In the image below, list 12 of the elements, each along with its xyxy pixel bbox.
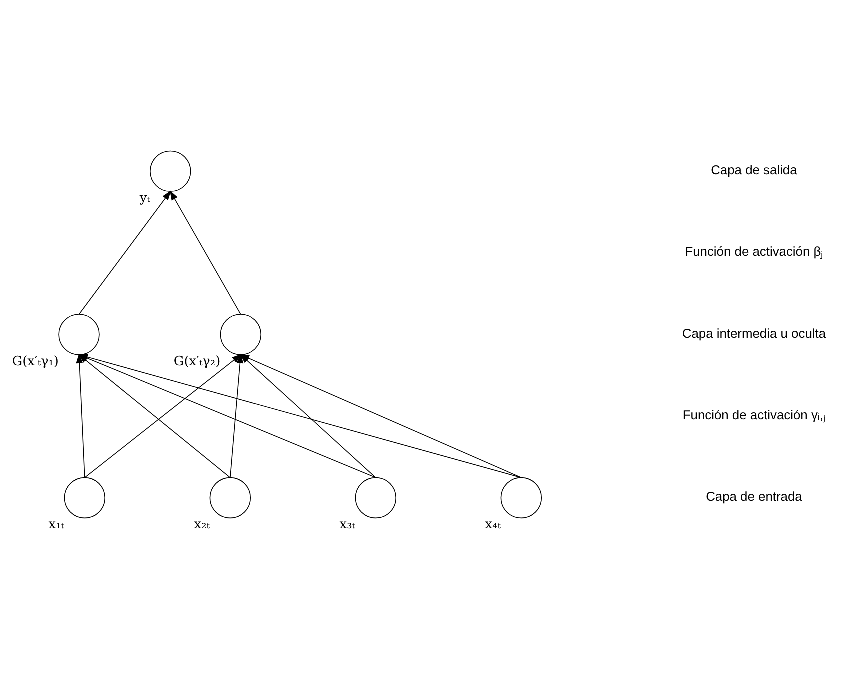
node-label: yₜ: [140, 190, 150, 206]
node-label: G(x′ₜγ₁): [12, 354, 59, 370]
node-label: G(x′ₜγ₂): [174, 354, 221, 370]
label: Capa de entrada: [706, 489, 802, 504]
label: Capa de salida: [711, 162, 798, 178]
node-label: x₄ₜ: [485, 518, 501, 533]
label: Capa intermedia u oculta: [682, 326, 826, 341]
label: Función de activación βⱼ: [685, 244, 824, 260]
node-label: x₁ₜ: [48, 518, 64, 533]
label: Función de activación γᵢ,ⱼ: [682, 407, 826, 422]
node-label: x₃ₜ: [340, 518, 356, 533]
node-label: x₂ₜ: [194, 518, 210, 533]
